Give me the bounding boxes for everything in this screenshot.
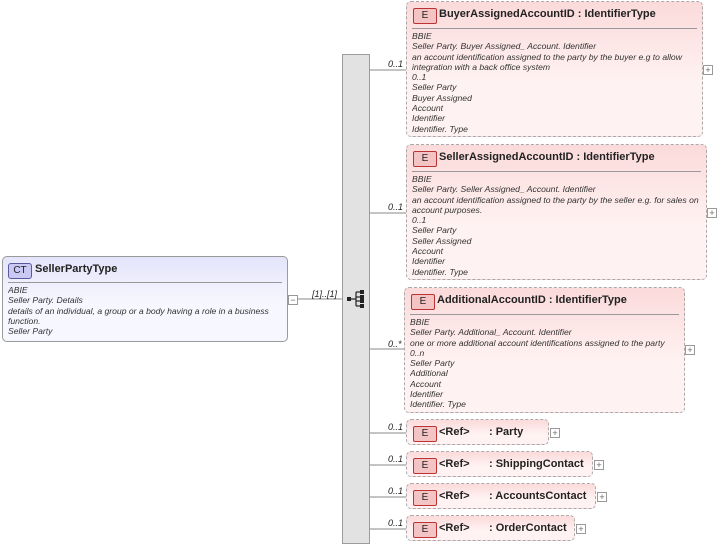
multiplicity-label: 0..*: [388, 339, 402, 349]
element-badge: E: [411, 294, 435, 310]
multiplicity-label: 0..1: [388, 518, 404, 528]
element-badge: E: [413, 522, 437, 538]
element-title: SellerAssignedAccountID : IdentifierType: [439, 151, 655, 163]
element-description: BBIE Seller Party. Additional_ Account. …: [410, 317, 665, 410]
expand-icon[interactable]: +: [703, 65, 713, 75]
separator: [412, 171, 701, 172]
element-additional-account-id[interactable]: E AdditionalAccountID : IdentifierType B…: [404, 287, 685, 413]
element-badge: E: [413, 151, 437, 167]
expand-icon[interactable]: +: [576, 524, 586, 534]
sequence-compositor-icon: [347, 290, 364, 308]
ref-keyword: <Ref>: [439, 426, 470, 438]
multiplicity-label: 0..1: [388, 454, 404, 464]
collapse-icon[interactable]: −: [288, 295, 298, 305]
ref-name: : OrderContact: [489, 522, 567, 534]
ref-name: : Party: [489, 426, 524, 438]
complex-type-box[interactable]: CT SellerPartyType ABIE Seller Party. De…: [2, 256, 288, 342]
ref-keyword: <Ref>: [439, 458, 470, 470]
element-description: BBIE Seller Party. Seller Assigned_ Acco…: [412, 174, 699, 277]
element-badge: E: [413, 8, 437, 24]
element-seller-assigned-account-id[interactable]: E SellerAssignedAccountID : IdentifierTy…: [406, 144, 707, 280]
ref-party[interactable]: E <Ref> : Party: [406, 419, 549, 445]
multiplicity-label: 0..1: [388, 422, 404, 432]
complex-type-description: ABIE Seller Party. Details details of an…: [8, 285, 269, 337]
separator: [412, 28, 697, 29]
element-description: BBIE Seller Party. Buyer Assigned_ Accou…: [412, 31, 682, 134]
ref-order-contact[interactable]: E <Ref> : OrderContact: [406, 515, 575, 541]
ref-accounts-contact[interactable]: E <Ref> : AccountsContact: [406, 483, 596, 509]
element-badge: E: [413, 458, 437, 474]
expand-icon[interactable]: +: [707, 208, 717, 218]
ref-name: : ShippingContact: [489, 458, 584, 470]
expand-icon[interactable]: +: [550, 428, 560, 438]
expand-icon[interactable]: +: [594, 460, 604, 470]
sequence-cardinality: [1]..[1]: [312, 289, 338, 299]
ct-badge: CT: [8, 263, 32, 279]
complex-type-name: SellerPartyType: [35, 263, 118, 275]
multiplicity-label: 0..1: [388, 202, 404, 212]
expand-icon[interactable]: +: [685, 345, 695, 355]
multiplicity-label: 0..1: [388, 486, 404, 496]
separator: [410, 314, 679, 315]
element-buyer-assigned-account-id[interactable]: E BuyerAssignedAccountID : IdentifierTyp…: [406, 1, 703, 137]
separator: [8, 282, 282, 283]
ref-keyword: <Ref>: [439, 522, 470, 534]
element-title: BuyerAssignedAccountID : IdentifierType: [439, 8, 656, 20]
element-title: AdditionalAccountID : IdentifierType: [437, 294, 627, 306]
ref-keyword: <Ref>: [439, 490, 470, 502]
ref-shipping-contact[interactable]: E <Ref> : ShippingContact: [406, 451, 593, 477]
ref-name: : AccountsContact: [489, 490, 587, 502]
element-badge: E: [413, 426, 437, 442]
multiplicity-label: 0..1: [388, 59, 404, 69]
expand-icon[interactable]: +: [597, 492, 607, 502]
element-badge: E: [413, 490, 437, 506]
